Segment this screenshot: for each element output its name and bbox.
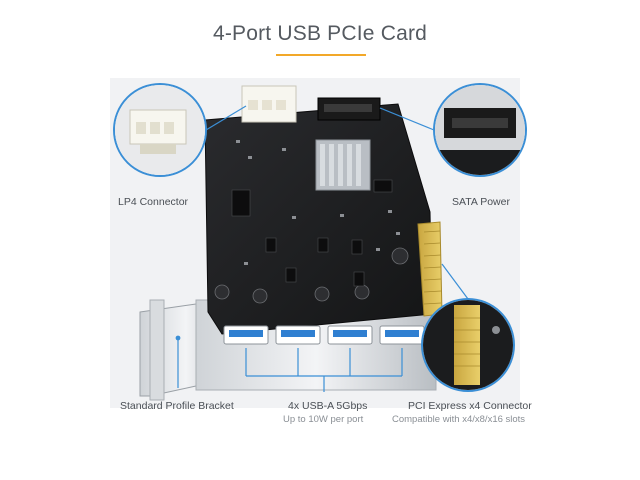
usb-port: [275, 325, 321, 345]
page-title: 4-Port USB PCIe Card: [212, 22, 428, 45]
bracket-callout-dot: [175, 335, 181, 341]
pcie-connector-label: PCI Express x4 Connector: [408, 400, 532, 412]
pcie-connector-sublabel: Compatible with x4/x8/x16 slots: [392, 414, 526, 425]
usb-port: [379, 325, 425, 345]
lp4-connector-callout: [113, 83, 247, 177]
title-underline: [276, 54, 366, 56]
usb-port: [327, 325, 373, 345]
usb-ports-sublabel: Up to 10W per port: [283, 414, 364, 425]
usb-ports-label: 4x USB-A 5Gbps: [288, 400, 368, 412]
pcb-board: [204, 85, 443, 335]
pcie-connector-callout: [421, 263, 515, 392]
lp4-connector-label: LP4 Connector: [118, 196, 189, 208]
usb-ports: [223, 325, 425, 345]
usb-callout-lines: [245, 348, 403, 392]
sata-power-label: SATA Power: [452, 196, 510, 208]
heatsink: [315, 139, 371, 191]
usb-port: [223, 325, 269, 345]
standard-profile-bracket-label: Standard Profile Bracket: [120, 400, 234, 412]
